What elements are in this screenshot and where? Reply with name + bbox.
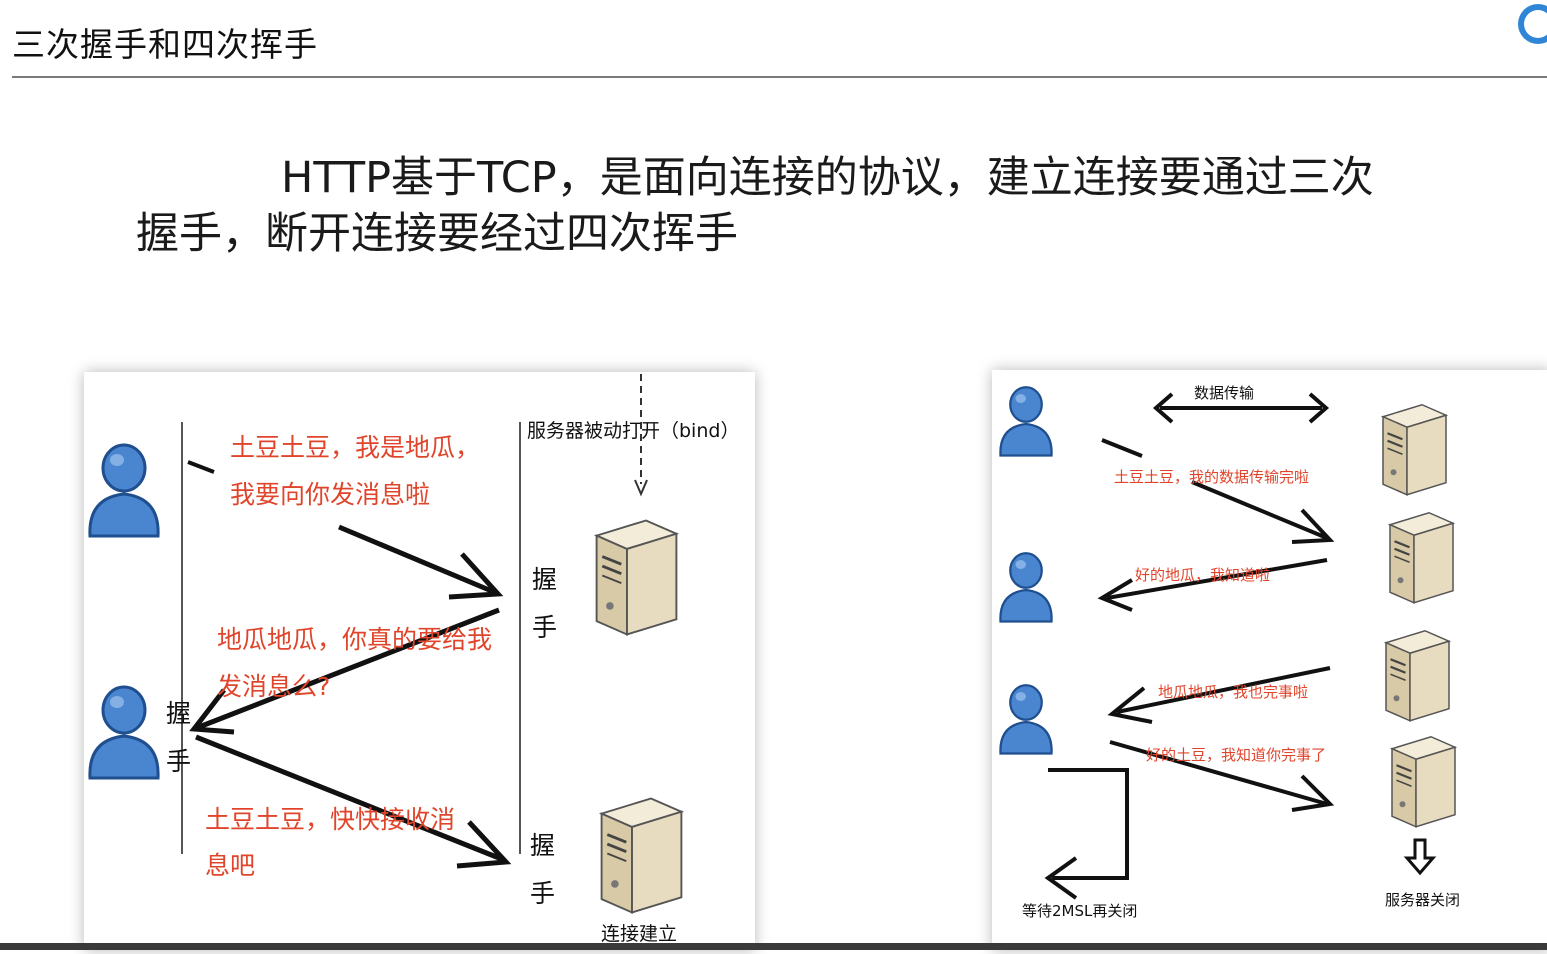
arrow-syn-tail xyxy=(187,460,215,474)
server-icon-top xyxy=(595,519,678,636)
msg-syn-ack-line-2: 发消息么? xyxy=(217,672,330,701)
data-transfer-arrow-left-head xyxy=(1152,392,1174,424)
connection-established-label: 连接建立 xyxy=(601,923,677,945)
label-shou-server-bottom: 手 xyxy=(530,879,555,908)
arrow-ack-head xyxy=(456,820,512,869)
arrow-fin-2 xyxy=(1116,666,1331,714)
handshake-diagram: 服务器被动打开（bind） 土豆土豆，我是地瓜， 我要向你发消息啦 地瓜地瓜，你… xyxy=(84,372,755,950)
server-closed-label: 服务器关闭 xyxy=(1385,891,1460,909)
msg-syn-ack-line-1: 地瓜地瓜，你真的要给我 xyxy=(217,625,492,654)
msg-syn-line-1: 土豆土豆，我是地瓜， xyxy=(230,433,480,462)
arrow-fin-2-head xyxy=(1107,686,1153,724)
server-icon-2 xyxy=(1388,511,1455,604)
arrow-ack-1 xyxy=(1106,558,1328,600)
wave-msg-3: 地瓜地瓜，我也完事啦 xyxy=(1158,683,1308,701)
logo-icon xyxy=(1518,4,1547,44)
arrow-fin-tail xyxy=(1101,438,1143,458)
arrow-fin-head xyxy=(1291,508,1335,544)
label-shou-client: 手 xyxy=(166,747,191,776)
wave-msg-1: 土豆土豆，我的数据传输完啦 xyxy=(1114,468,1309,486)
arrow-syn xyxy=(338,524,495,595)
server-icon-3 xyxy=(1384,629,1451,722)
server-icon-4 xyxy=(1390,735,1457,828)
arrow-ack-2-head xyxy=(1291,774,1335,812)
arrow-ack-2 xyxy=(1109,740,1328,806)
data-transfer-label: 数据传输 xyxy=(1194,384,1254,402)
wave-diagram: 数据传输 土豆土豆，我的数据传输完啦 好的地瓜，我知道啦 地瓜地瓜，我也完事啦 … xyxy=(992,370,1547,950)
arrow-fin xyxy=(1191,480,1328,540)
bottom-bar xyxy=(0,943,1547,950)
arrow-syn-head xyxy=(448,552,504,600)
data-transfer-arrow-right-head xyxy=(1308,392,1330,424)
intro-paragraph: HTTP基于TCP，是面向连接的协议，建立连接要通过三次 握手，断开连接要经过四… xyxy=(136,150,1516,262)
client-wait-label: 等待2MSL再关闭 xyxy=(1022,902,1137,920)
wave-msg-2: 好的地瓜，我知道啦 xyxy=(1135,566,1270,584)
client-wait-arrow-head xyxy=(1044,856,1078,900)
arrow-ack xyxy=(195,734,505,863)
client-user-icon-bottom xyxy=(88,685,160,780)
arrow-ack-1-head xyxy=(1097,578,1134,612)
client-user-icon-2 xyxy=(999,552,1053,623)
intro-line-2: 握手，断开连接要经过四次挥手 xyxy=(136,209,738,259)
client-wait-arrow xyxy=(1048,768,1129,880)
label-wo-server-top: 握 xyxy=(532,565,557,594)
server-icon-bottom xyxy=(600,797,683,914)
arrow-syn-ack-head xyxy=(189,688,235,735)
msg-ack-line-1: 土豆土豆，快快接收消 xyxy=(205,805,455,834)
label-wo-client: 握 xyxy=(166,699,191,728)
client-user-icon-1 xyxy=(999,386,1053,457)
slide-title: 三次握手和四次挥手 xyxy=(12,25,318,64)
msg-syn-line-2: 我要向你发消息啦 xyxy=(230,480,430,509)
title-divider xyxy=(12,76,1547,78)
server-bind-label: 服务器被动打开（bind） xyxy=(527,420,739,442)
client-user-icon-top xyxy=(88,443,160,538)
label-wo-server-bottom: 握 xyxy=(530,831,555,860)
label-shou-server-top: 手 xyxy=(532,613,557,642)
msg-ack-line-2: 息吧 xyxy=(205,851,255,880)
arrow-syn-ack xyxy=(198,607,500,730)
client-user-icon-3 xyxy=(999,684,1053,755)
server-close-arrow-icon xyxy=(1403,838,1437,876)
intro-line-1: HTTP基于TCP，是面向连接的协议，建立连接要通过三次 xyxy=(281,153,1374,203)
server-icon-1 xyxy=(1381,403,1448,496)
bind-arrowhead xyxy=(634,479,648,497)
wave-msg-4: 好的土豆，我知道你完事了 xyxy=(1146,746,1326,764)
